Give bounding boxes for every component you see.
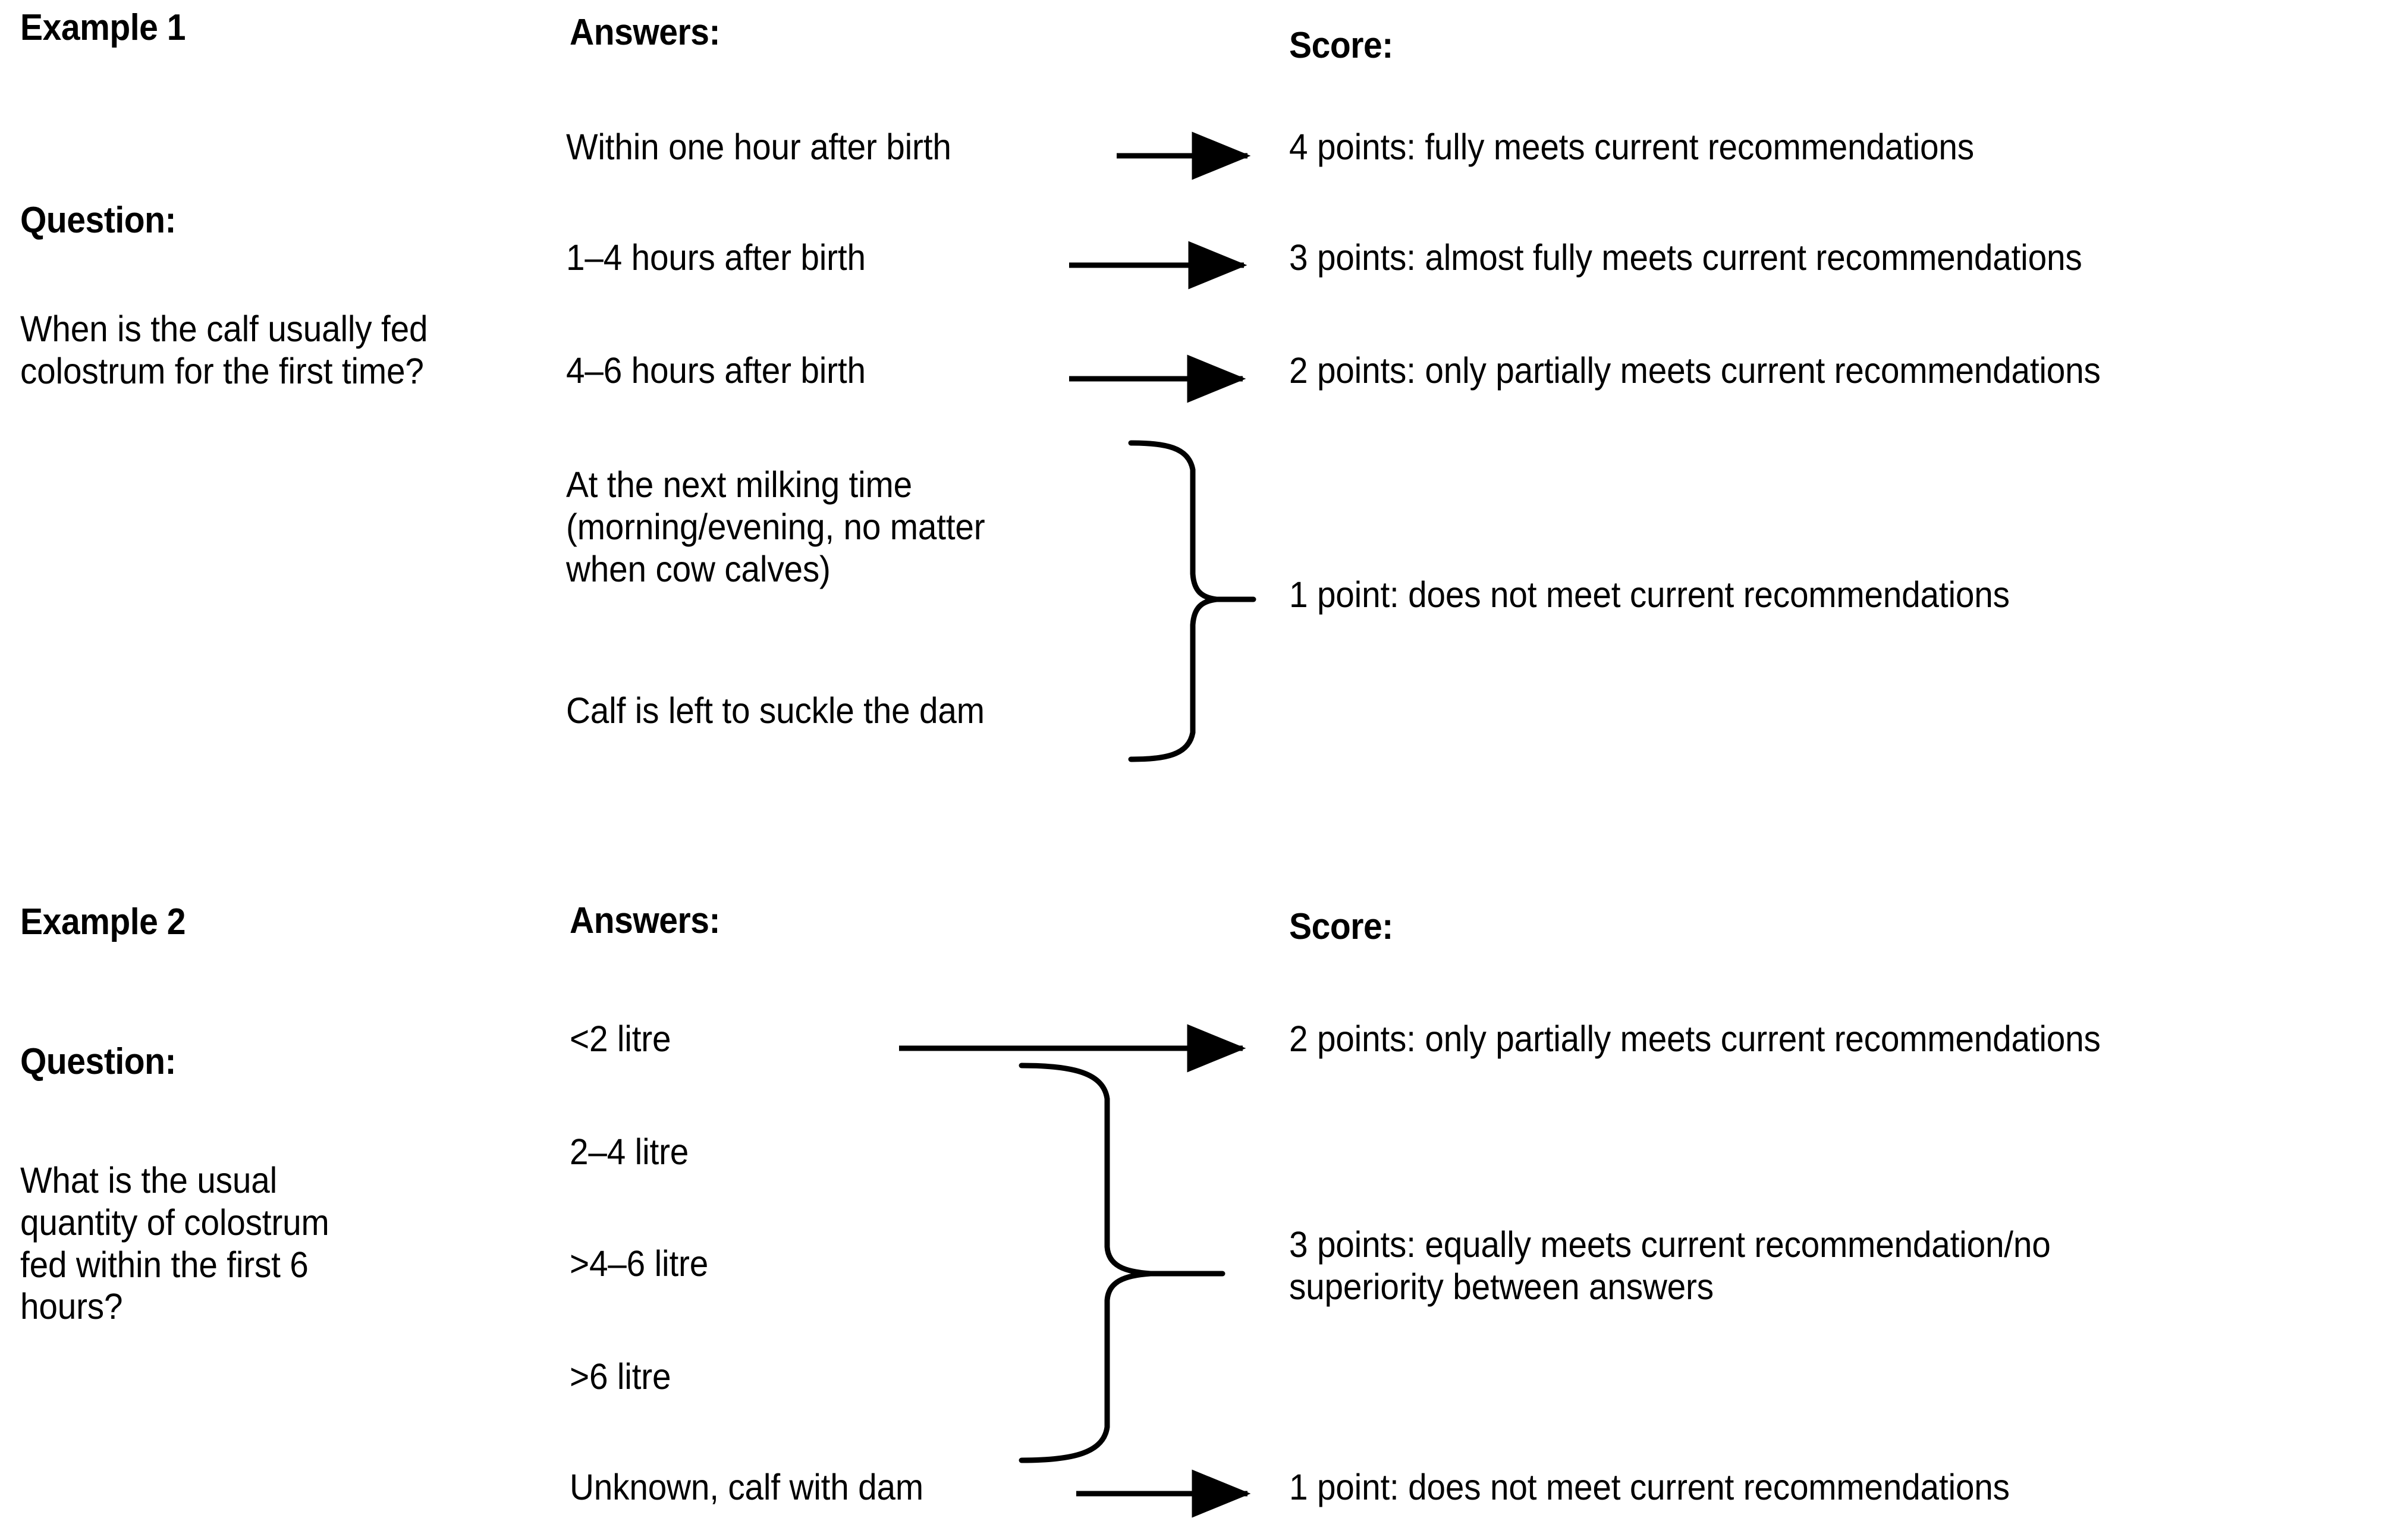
example-2-label: Example 2 <box>20 901 186 942</box>
example-1-question-text: When is the calf usually fed colostrum f… <box>20 309 428 391</box>
example-2-score-3: 1 point: does not meet current recommend… <box>1289 1467 2010 1507</box>
example-1-answer-3: 4–6 hours after birth <box>566 350 866 391</box>
example-1-question-heading: Question: <box>20 200 177 241</box>
example-1-answers-heading: Answers: <box>570 12 721 53</box>
example-1-score-4: 1 point: does not meet current recommend… <box>1289 574 2010 615</box>
example-2-question-heading: Question: <box>20 1041 177 1082</box>
example-1-answer-1: Within one hour after birth <box>566 127 951 167</box>
example-1-score-1: 4 points: fully meets current recommenda… <box>1289 127 1974 167</box>
example-2-question-text: What is the usual quantity of colostrum … <box>20 1160 329 1327</box>
example-2-brace <box>1019 1063 1151 1463</box>
example-1-label: Example 1 <box>20 7 186 48</box>
example-1-answer-5: Calf is left to suckle the dam <box>566 690 985 731</box>
example-2-answer-3: >4–6 litre <box>570 1243 709 1284</box>
example-1-answer-4: At the next milking time (morning/evenin… <box>566 464 985 589</box>
example-1-score-heading: Score: <box>1289 25 1393 66</box>
example-2-score-2: 3 points: equally meets current recommen… <box>1289 1224 2051 1307</box>
example-1-score-3: 2 points: only partially meets current r… <box>1289 350 2101 391</box>
example-2-answers-heading: Answers: <box>570 900 721 941</box>
example-2-score-1: 2 points: only partially meets current r… <box>1289 1019 2101 1059</box>
example-1-brace <box>1128 440 1217 762</box>
example-2-answer-4: >6 litre <box>570 1356 671 1397</box>
example-1-answer-2: 1–4 hours after birth <box>566 237 866 278</box>
example-2-answer-2: 2–4 litre <box>570 1132 689 1172</box>
example-2-answer-5: Unknown, calf with dam <box>570 1467 923 1507</box>
example-2-answer-1: <2 litre <box>570 1019 671 1059</box>
example-1-score-2: 3 points: almost fully meets current rec… <box>1289 237 2082 278</box>
example-2-score-heading: Score: <box>1289 906 1393 947</box>
